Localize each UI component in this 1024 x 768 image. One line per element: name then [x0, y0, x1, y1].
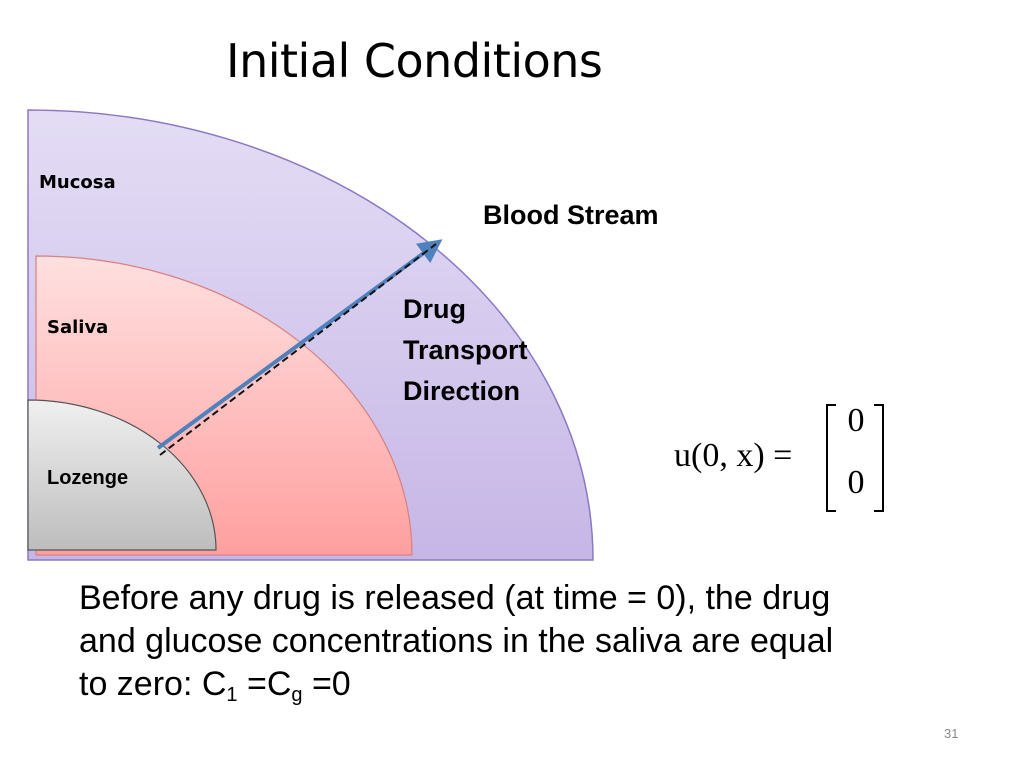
drug-transport-direction-label: Drug Transport Direction: [403, 289, 528, 412]
transport-label-line: Direction: [403, 376, 521, 406]
transport-arrow: [156, 239, 443, 450]
lozenge-layer: [27, 399, 217, 551]
explanation-paragraph: Before any drug is released (at time = 0…: [79, 577, 979, 717]
formula-equals: =0: [302, 665, 351, 703]
mucosa-label: Mucosa: [39, 172, 116, 193]
slide-title: Initial Conditions: [226, 34, 603, 88]
matrix-entry: 0: [847, 464, 865, 501]
transport-dashed-line: [159, 243, 437, 456]
formula-prefix: to zero: C: [79, 665, 227, 703]
transport-label-line: Drug: [403, 294, 466, 324]
paragraph-line: and glucose concentrations in the saliva…: [79, 622, 834, 660]
formula-equals: =C: [237, 665, 292, 703]
slide-page-number: 31: [944, 726, 959, 741]
left-bracket: [826, 404, 836, 512]
right-bracket: [874, 404, 884, 512]
subscript: g: [291, 684, 303, 706]
lozenge-label: Lozenge: [47, 467, 129, 489]
blood-stream-label: Blood Stream: [483, 200, 659, 230]
saliva-label: Saliva: [47, 317, 109, 338]
equation-lhs: u(0, x) =: [674, 437, 793, 474]
matrix-entry: 0: [847, 402, 865, 439]
transport-label-line: Transport: [403, 335, 528, 365]
subscript: 1: [226, 684, 238, 706]
paragraph-line-with-formula: to zero: C1 =Cg =0: [79, 663, 979, 717]
zero-vector-matrix: 0 0: [826, 402, 884, 512]
initial-condition-equation: u(0, x) = 0 0: [674, 400, 904, 520]
paragraph-line: Before any drug is released (at time = 0…: [79, 579, 831, 617]
